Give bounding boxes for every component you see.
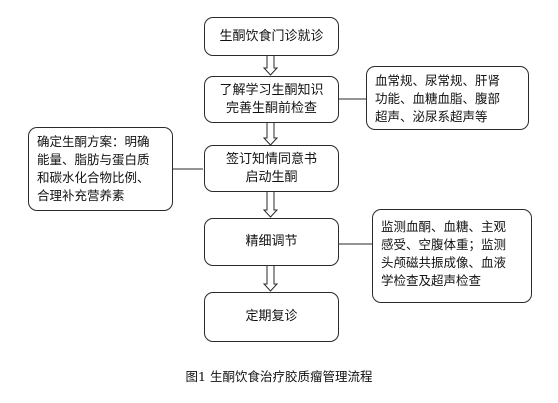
note-ketogenic-plan: 确定生酮方案：明确 能量、脂肪与蛋白质 和碳水化合物比例、 合理补充营养素 bbox=[28, 127, 173, 211]
figure-caption: 图1 生酮饮食治疗胶质瘤管理流程 bbox=[185, 369, 373, 384]
note-monitor-line: 感受、空腹体重；监测 bbox=[381, 237, 507, 252]
step-follow-up-text: 定期复诊 bbox=[245, 309, 298, 324]
note-monitor-line: 头颅磁共振成像、血液 bbox=[381, 255, 507, 270]
step-clinic-visit: 生酮饮食门诊就诊 bbox=[204, 17, 339, 56]
note-pre-exam-line: 血常规、尿常规、肝肾 bbox=[375, 73, 501, 88]
step-consent-text: 签订知情同意书 bbox=[225, 151, 317, 167]
arrow-1-2 bbox=[262, 56, 279, 76]
arrow-4-5 bbox=[262, 266, 279, 292]
note-plan-line: 和碳水化合物比例、 bbox=[37, 170, 150, 185]
arrow-3-4 bbox=[262, 192, 279, 218]
step-fine-tuning-text: 精细调节 bbox=[245, 234, 298, 249]
step-consent-start: 签订知情同意书 启动生酮 bbox=[204, 145, 339, 192]
note-monitor-line: 监测血酮、血糖、主观 bbox=[381, 219, 507, 234]
note-plan-line: 能量、脂肪与蛋白质 bbox=[37, 152, 150, 167]
step-clinic-visit-text: 生酮饮食门诊就诊 bbox=[219, 28, 324, 44]
note-plan-line: 确定生酮方案：明确 bbox=[37, 134, 150, 149]
note-pre-exam-line: 功能、血糖血脂、腹部 bbox=[375, 91, 501, 106]
step-learn-text: 了解学习生酮知识 bbox=[219, 82, 324, 98]
note-pre-exam-line: 超声、泌尿系超声等 bbox=[375, 109, 488, 124]
step-start-text: 启动生酮 bbox=[245, 169, 298, 185]
note-plan-line: 合理补充营养素 bbox=[37, 188, 125, 203]
step-fine-tuning: 精细调节 bbox=[204, 218, 339, 266]
note-pre-exam: 血常规、尿常规、肝肾 功能、血糖血脂、腹部 超声、泌尿系超声等 bbox=[366, 66, 529, 130]
step-follow-up: 定期复诊 bbox=[204, 292, 339, 342]
step-exam-text: 完善生酮前检查 bbox=[225, 100, 317, 116]
note-monitoring: 监测血酮、血糖、主观 感受、空腹体重；监测 头颅磁共振成像、血液 学检查及超声检… bbox=[372, 209, 532, 303]
note-monitor-line: 学检查及超声检查 bbox=[381, 273, 482, 288]
arrow-2-3 bbox=[262, 123, 279, 146]
step-learn-and-exam: 了解学习生酮知识 完善生酮前检查 bbox=[204, 76, 339, 123]
